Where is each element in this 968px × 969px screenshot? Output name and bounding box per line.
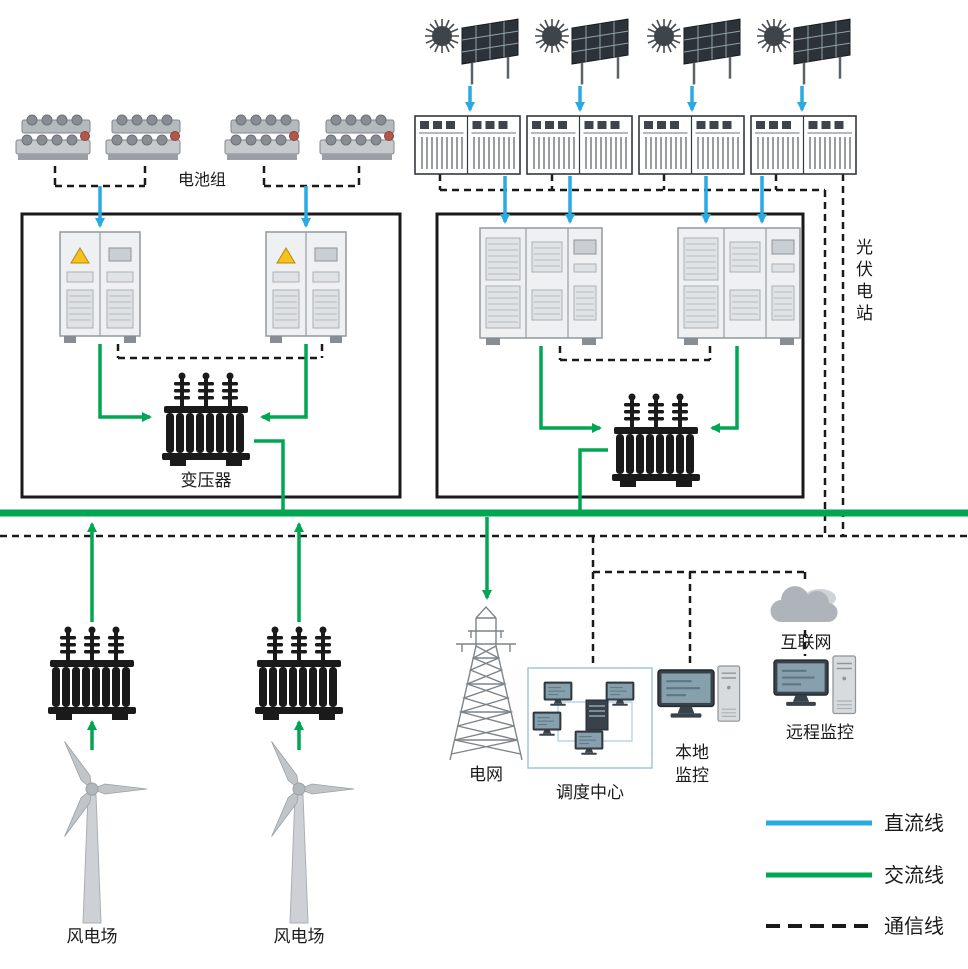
legend-ac-label: 交流线 <box>884 865 944 887</box>
transformer-icon <box>162 372 250 466</box>
solar-panel-icon <box>423 17 520 88</box>
battery-icon <box>319 114 395 161</box>
remote-monitoring-label: 远程监控 <box>786 723 854 742</box>
dispatch-center-label: 调度中心 <box>556 783 624 802</box>
pv-station-label: 光伏电站 <box>852 238 872 326</box>
pc-tower-icon <box>832 655 857 715</box>
solar-panel-icon <box>533 17 630 88</box>
monitor-icon <box>772 658 830 707</box>
combiner-box-icon <box>638 115 745 175</box>
combiner-box-icon <box>414 115 521 175</box>
battery-group-label: 电池组 <box>177 172 226 189</box>
legend-dc-label: 直流线 <box>884 813 944 835</box>
transformer-icon <box>612 393 700 487</box>
converter-cabinet-icon <box>59 231 141 344</box>
battery-icon <box>105 114 181 161</box>
pv-inverter-cabinet-icon <box>677 227 801 346</box>
converter-cabinet-icon <box>265 231 347 344</box>
internet-cloud-icon <box>770 586 838 623</box>
combiner-box-icon <box>750 115 857 175</box>
battery-icon <box>15 114 91 161</box>
wind-transformer-icon <box>255 626 343 720</box>
transmission-tower-icon <box>449 606 523 761</box>
dc-lines <box>95 86 807 228</box>
grid-label: 电网 <box>469 765 503 784</box>
pc-tower-icon <box>717 665 741 722</box>
combiner-box-icon <box>526 115 633 175</box>
local-monitoring-label-line1: 本地 <box>675 743 709 762</box>
pv-inverter-cabinet-icon <box>479 227 603 346</box>
legend-comm-label: 通信线 <box>884 916 944 938</box>
wind-farm-label: 风电场 <box>273 927 325 946</box>
solar-panel-icon <box>645 17 742 88</box>
server-icon <box>585 699 609 731</box>
ac-lines <box>87 344 739 750</box>
transformer-label: 变压器 <box>180 471 232 490</box>
solar-panel-icon <box>755 17 852 88</box>
wind-turbine-icon <box>59 738 148 924</box>
storage-system-boundary <box>20 212 402 499</box>
internet-label: 互联网 <box>780 633 832 652</box>
local-monitoring-label-line2: 监控 <box>675 765 709 785</box>
wind-turbine-icon <box>266 738 355 924</box>
monitor-icon <box>656 668 716 719</box>
wind-transformer-icon <box>48 626 136 720</box>
local-monitoring-label: 本地 监控 <box>664 742 720 788</box>
comm-lines <box>0 166 968 668</box>
legend-swatches <box>766 820 872 928</box>
wind-farm-label: 风电场 <box>66 927 118 946</box>
battery-icon <box>224 114 300 161</box>
pv-system-boundary <box>435 212 805 499</box>
